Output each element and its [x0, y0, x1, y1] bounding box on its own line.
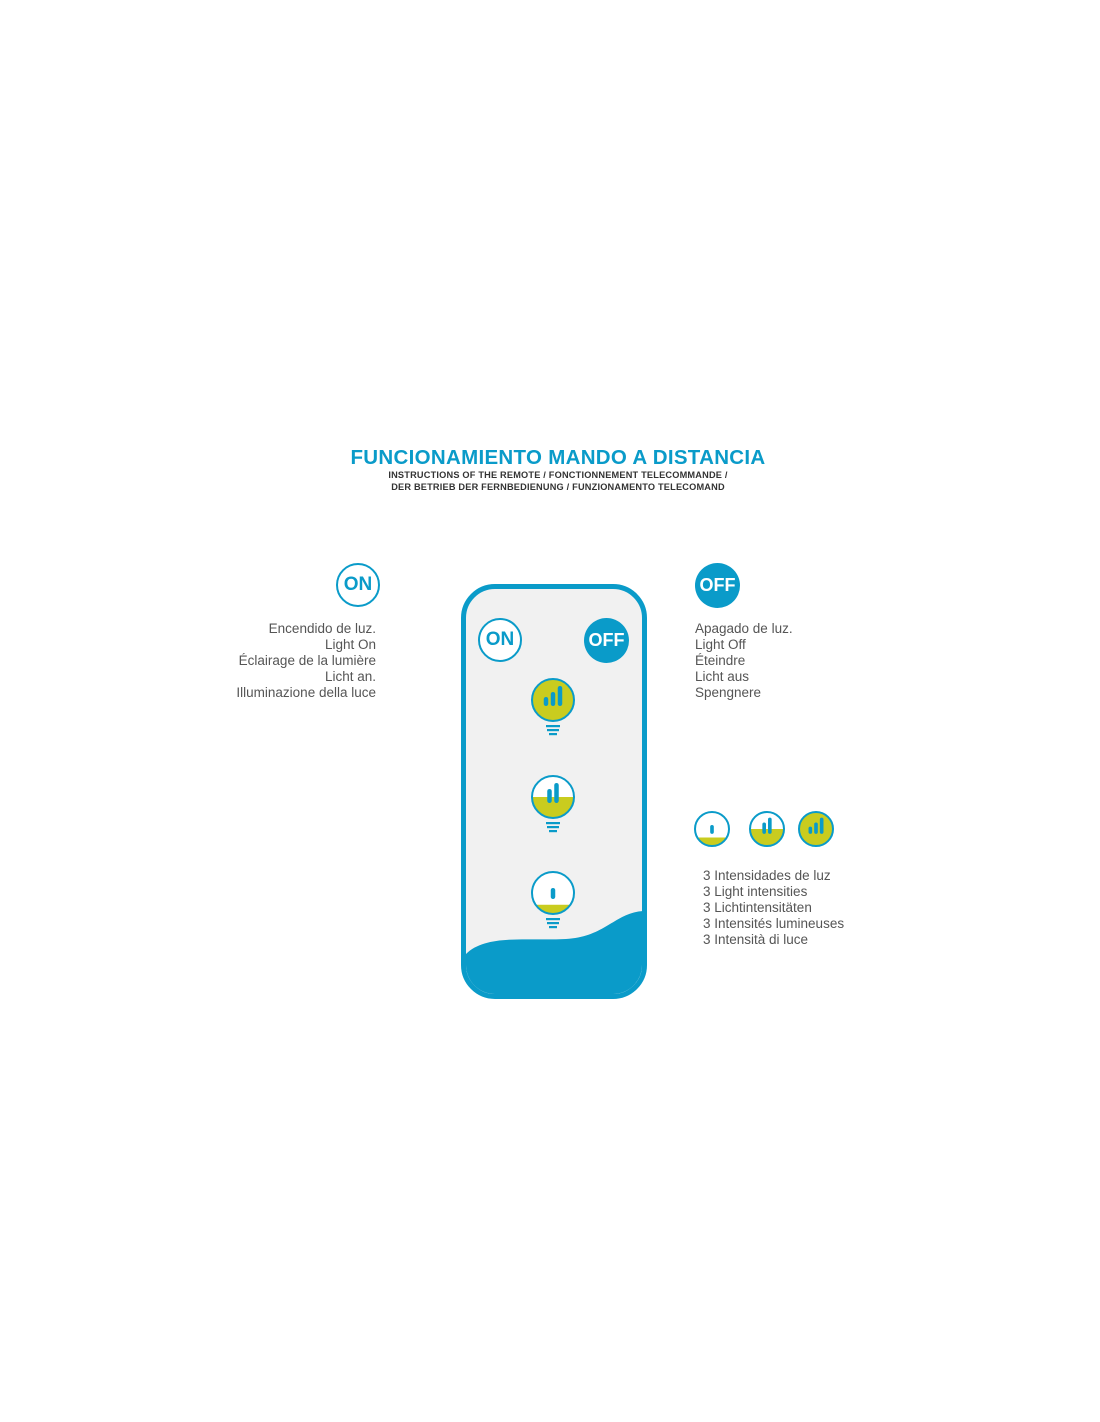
remote-off-button[interactable]: OFF: [584, 618, 629, 663]
off-line: Éteindre: [695, 653, 746, 668]
subtitle-line-2: DER BETRIEB DER FERNBEDIENUNG / FUNZIONA…: [391, 482, 725, 492]
on-line: Encendido de luz.: [268, 621, 376, 636]
bulb-glass: [750, 812, 784, 846]
page-title: FUNCIONAMIENTO MANDO A DISTANCIA: [350, 446, 766, 469]
on-description: Encendido de luz. Light On Éclairage de …: [176, 621, 376, 701]
on-line: Light On: [324, 637, 376, 652]
bulb-glass: [799, 812, 833, 846]
intensity-line: 3 Lichtintensitäten: [703, 900, 812, 915]
on-badge-icon: ON: [336, 563, 380, 607]
off-line: Apagado de luz.: [695, 621, 793, 636]
off-line: Light Off: [695, 637, 746, 652]
intensity-description: 3 Intensidades de luz 3 Light intensitie…: [703, 868, 844, 948]
remote-on-button[interactable]: ON: [478, 618, 522, 662]
on-line: Licht an.: [324, 669, 376, 684]
bulb-outline: [749, 811, 785, 847]
signal-bar: [762, 822, 766, 834]
bulb-glass: [695, 812, 729, 846]
intensity-line: 3 Intensités lumineuses: [703, 916, 845, 931]
on-line: Éclairage de la lumière: [238, 653, 376, 668]
subtitle-line-1: INSTRUCTIONS OF THE REMOTE / FONCTIONNEM…: [388, 470, 728, 480]
bulb-outline: [798, 811, 834, 847]
off-description: Apagado de luz. Light Off Éteindre Licht…: [695, 621, 793, 701]
signal-bar: [710, 824, 714, 834]
off-line: Spengnere: [695, 685, 762, 700]
signal-bar: [819, 817, 824, 834]
off-line: Licht aus: [695, 669, 750, 684]
bulb-fill-level: [799, 812, 833, 846]
bulb-fill-level: [695, 837, 729, 846]
signal-bar: [808, 826, 813, 834]
signal-bar: [814, 822, 818, 834]
bulb-fill-level: [750, 829, 784, 846]
remote-wave-decoration: [466, 911, 642, 994]
intensity-line: 3 Light intensities: [703, 884, 808, 899]
off-badge-icon: OFF: [695, 563, 740, 608]
bulb-outline: [694, 811, 730, 847]
on-line: Illuminazione della luce: [236, 685, 376, 700]
intensity-line: 3 Intensidades de luz: [703, 868, 831, 883]
signal-bar: [768, 817, 772, 834]
intensity-line: 3 Intensità di luce: [703, 932, 809, 947]
